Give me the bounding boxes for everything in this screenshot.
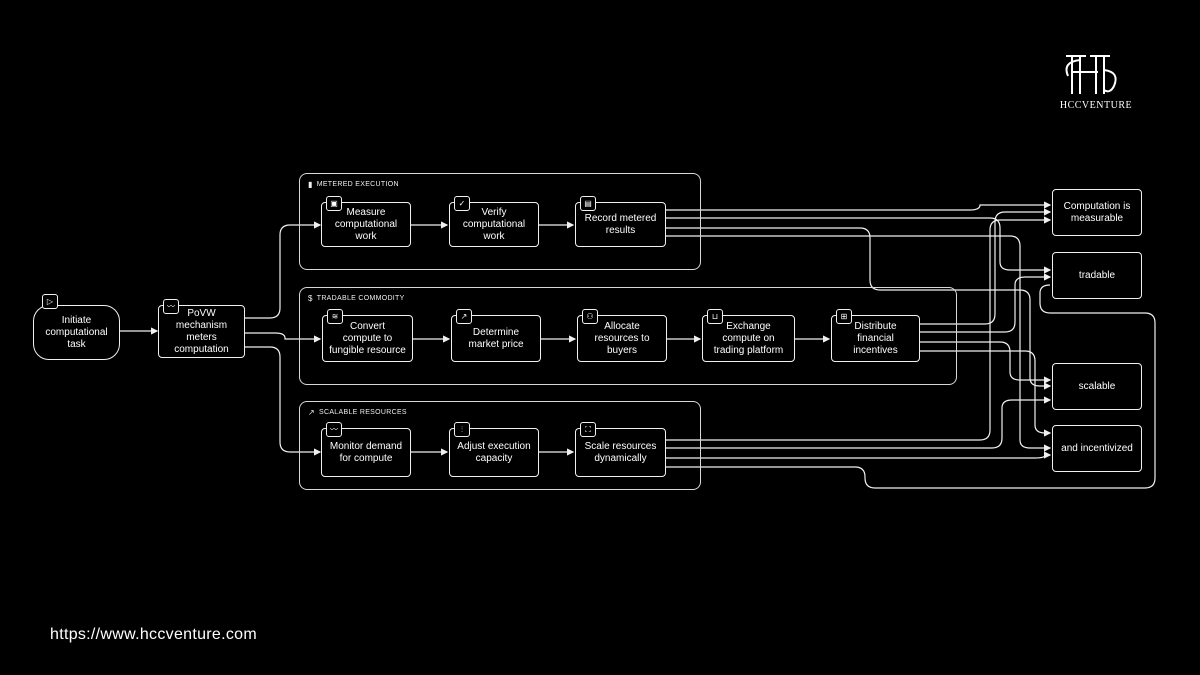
convert-compute-node: ≋ Convert compute to fungible resource	[322, 309, 413, 362]
outcome-measurable: Computation is measurable	[1052, 189, 1142, 236]
users-icon: ⚇	[582, 309, 598, 324]
bar-chart-icon: ▮	[308, 180, 313, 189]
file-icon: ▤	[580, 196, 596, 211]
check-square-icon: ✓	[454, 196, 470, 211]
metered-execution-title: ▮ METERED EXECUTION	[308, 180, 399, 189]
outcome-tradable: tradable	[1052, 252, 1142, 299]
outcome-incentivized: and incentivized	[1052, 425, 1142, 472]
povw-mechanism-node: 〰 PoVW mechanism meters computation	[158, 299, 245, 358]
tradable-commodity-group: $ TRADABLE COMMODITY	[299, 287, 957, 385]
allocate-resources-node: ⚇ Allocate resources to buyers	[577, 309, 667, 362]
play-icon: ▷	[42, 294, 58, 309]
gift-icon: ⊞	[836, 309, 852, 324]
scalable-resources-title: ↗ SCALABLE RESOURCES	[308, 408, 407, 417]
trending-up-icon: ↗	[308, 408, 316, 417]
cpu-icon: ▣	[326, 196, 342, 211]
record-results-node: ▤ Record metered results	[575, 196, 666, 247]
layers-icon: ≋	[327, 309, 343, 324]
measure-work-node: ▣ Measure computational work	[321, 196, 411, 247]
website-url[interactable]: https://www.hccventure.com	[50, 626, 257, 643]
maximize-icon: ⛶	[580, 422, 596, 437]
monitor-demand-node: 〰 Monitor demand for compute	[321, 422, 411, 477]
metered-execution-group: ▮ METERED EXECUTION	[299, 173, 701, 270]
sliders-icon: ⫶	[454, 422, 470, 437]
start-node: ▷ Initiate computational task	[33, 294, 120, 360]
scalable-resources-group: ↗ SCALABLE RESOURCES	[299, 401, 701, 490]
exchange-compute-node: ⊔ Exchange compute on trading platform	[702, 309, 795, 362]
distribute-incentives-node: ⊞ Distribute financial incentives	[831, 309, 920, 362]
hccventure-logo	[1065, 55, 1117, 94]
verify-work-node: ✓ Verify computational work	[449, 196, 539, 247]
adjust-capacity-node: ⫶ Adjust execution capacity	[449, 422, 539, 477]
logo-wordmark: HCCVENTURE	[1059, 100, 1133, 111]
activity-icon: 〰	[163, 299, 179, 314]
determine-price-node: ↗ Determine market price	[451, 309, 541, 362]
dollar-icon: $	[308, 294, 313, 303]
scale-resources-node: ⛶ Scale resources dynamically	[575, 422, 666, 477]
cart-icon: ⊔	[707, 309, 723, 324]
trending-up-icon: ↗	[456, 309, 472, 324]
activity-icon: 〰	[326, 422, 342, 437]
outcome-scalable: scalable	[1052, 363, 1142, 410]
tradable-commodity-title: $ TRADABLE COMMODITY	[308, 294, 405, 303]
